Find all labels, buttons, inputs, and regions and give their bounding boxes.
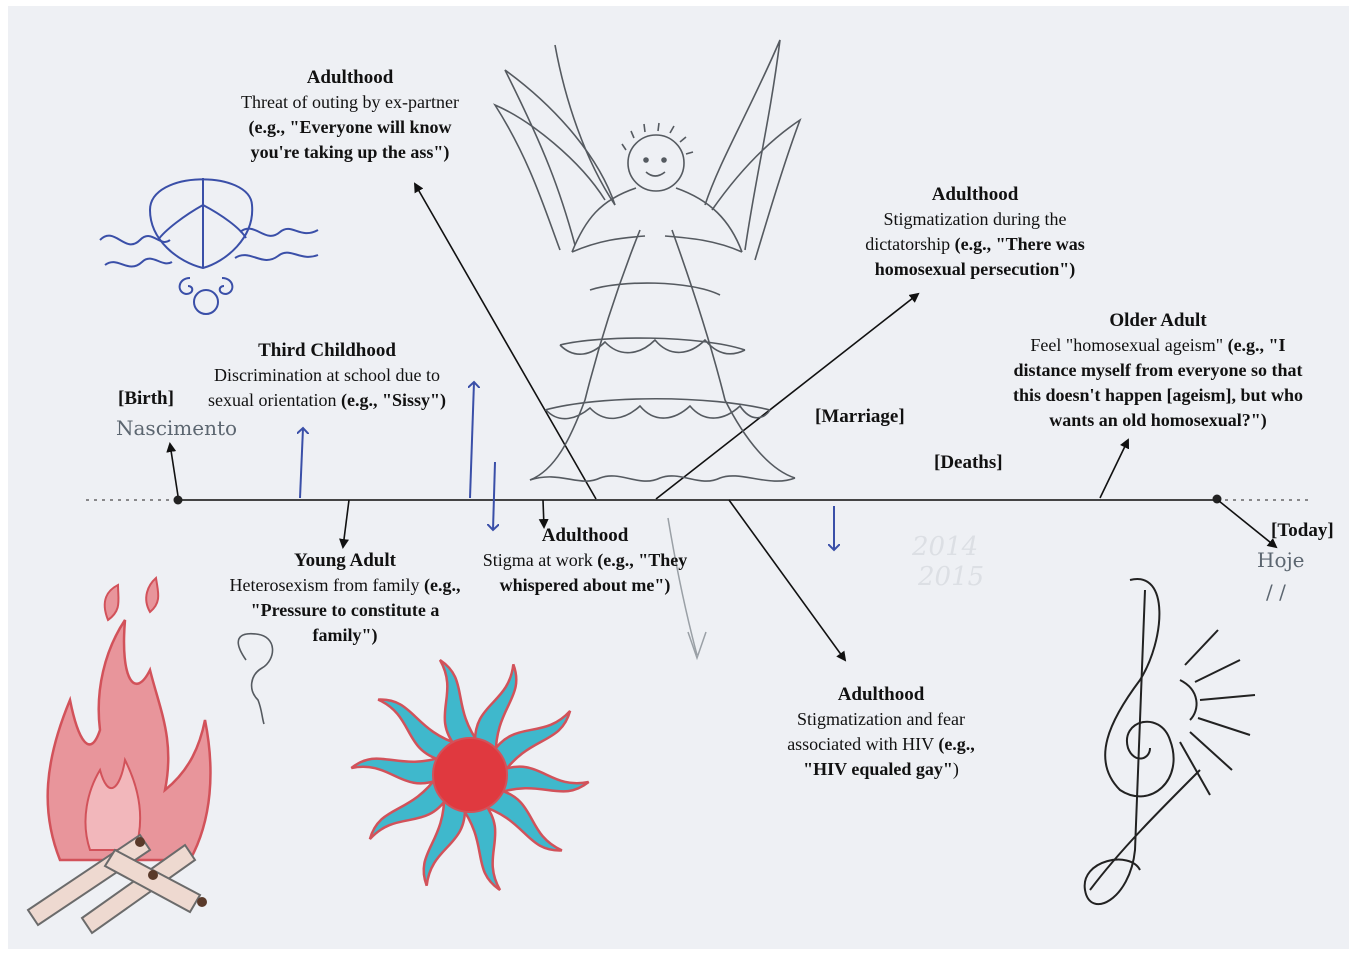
event-adulthood-outing: Adulthood Threat of outing by ex-partner… [200,65,500,165]
today-handwritten: Hoje [1257,548,1305,572]
event-stage-title: Adulthood [830,182,1120,207]
birth-handwritten: Nascimento [116,416,237,440]
event-quote: (e.g., "Everyone will know [249,117,452,137]
event-quote: "Pressure to constitute a [251,600,440,620]
event-quote: (e.g., "They [597,550,687,570]
event-adulthood-dictatorship: Adulthood Stigmatization during the dict… [830,182,1120,282]
event-quote: wants an old homosexual?") [1049,410,1267,430]
event-description: Discrimination at school due to [214,365,440,385]
angel-icon [495,40,800,481]
event-quote: you're taking up the ass") [251,142,450,162]
event-stage-title: Adulthood [756,682,1006,707]
event-stage-title: Adulthood [200,65,500,90]
wave-flower-icon [100,178,318,314]
young-adult-arrow [343,500,349,547]
event-description: Stigmatization and fear [797,709,965,729]
campfire-icon [28,578,210,933]
event-older-adult: Older Adult Feel "homosexual ageism" (e.… [988,308,1328,433]
event-young-adult: Young Adult Heterosexism from family (e.… [200,548,490,648]
event-quote: (e.g., "I [1228,335,1286,355]
event-description: sexual orientation [208,390,341,410]
event-stage-title: Young Adult [200,548,490,573]
event-description: Heterosexism from family [230,575,424,595]
event-quote: whispered about me") [500,575,671,595]
older-adult-arrow [1100,440,1128,498]
event-quote: (e.g., "Sissy") [341,390,446,410]
event-quote: "HIV equaled gay" [803,759,953,779]
event-quote: (e.g., [938,734,974,754]
treble-clef-icon [1085,579,1255,904]
event-adulthood-work: Adulthood Stigma at work (e.g., "They wh… [455,523,715,598]
event-stage-title: Third Childhood [177,338,477,363]
event-description: Stigmatization during the [884,209,1067,229]
event-description: Stigma at work [483,550,598,570]
timeline-axis [86,495,1310,505]
event-stage-title: Older Adult [988,308,1328,333]
event-description: Threat of outing by ex-partner [241,92,459,112]
event-quote: (e.g., "There was [955,234,1085,254]
event-description: dictatorship [865,234,954,254]
faded-year-2: 2015 [917,562,984,592]
marriage-marker: [Marriage] [815,406,905,428]
birth-arrow [170,444,178,496]
dictatorship-arrow [656,294,918,499]
event-quote: homosexual persecution") [875,259,1076,279]
event-quote: family") [313,625,378,645]
birth-label: [Birth] [118,388,174,410]
today-label: [Today] [1271,520,1334,542]
today-arrow [1219,501,1276,547]
today-date-mark: / / [1266,580,1286,604]
event-quote: this doesn't happen [ageism], but who [1013,385,1303,405]
birth-dot [174,496,183,505]
event-quote: distance myself from everyone so that [1013,360,1302,380]
hiv-arrow [729,500,845,660]
deaths-marker: [Deaths] [934,452,1003,474]
event-stage-title: Adulthood [455,523,715,548]
faded-year-1: 2014 [911,532,978,562]
event-adulthood-hiv: Adulthood Stigmatization and fear associ… [756,682,1006,782]
event-description: Feel "homosexual ageism" [1030,335,1227,355]
event-third-childhood: Third Childhood Discrimination at school… [177,338,477,413]
sun-icon [351,660,588,890]
event-description: associated with HIV [787,734,938,754]
